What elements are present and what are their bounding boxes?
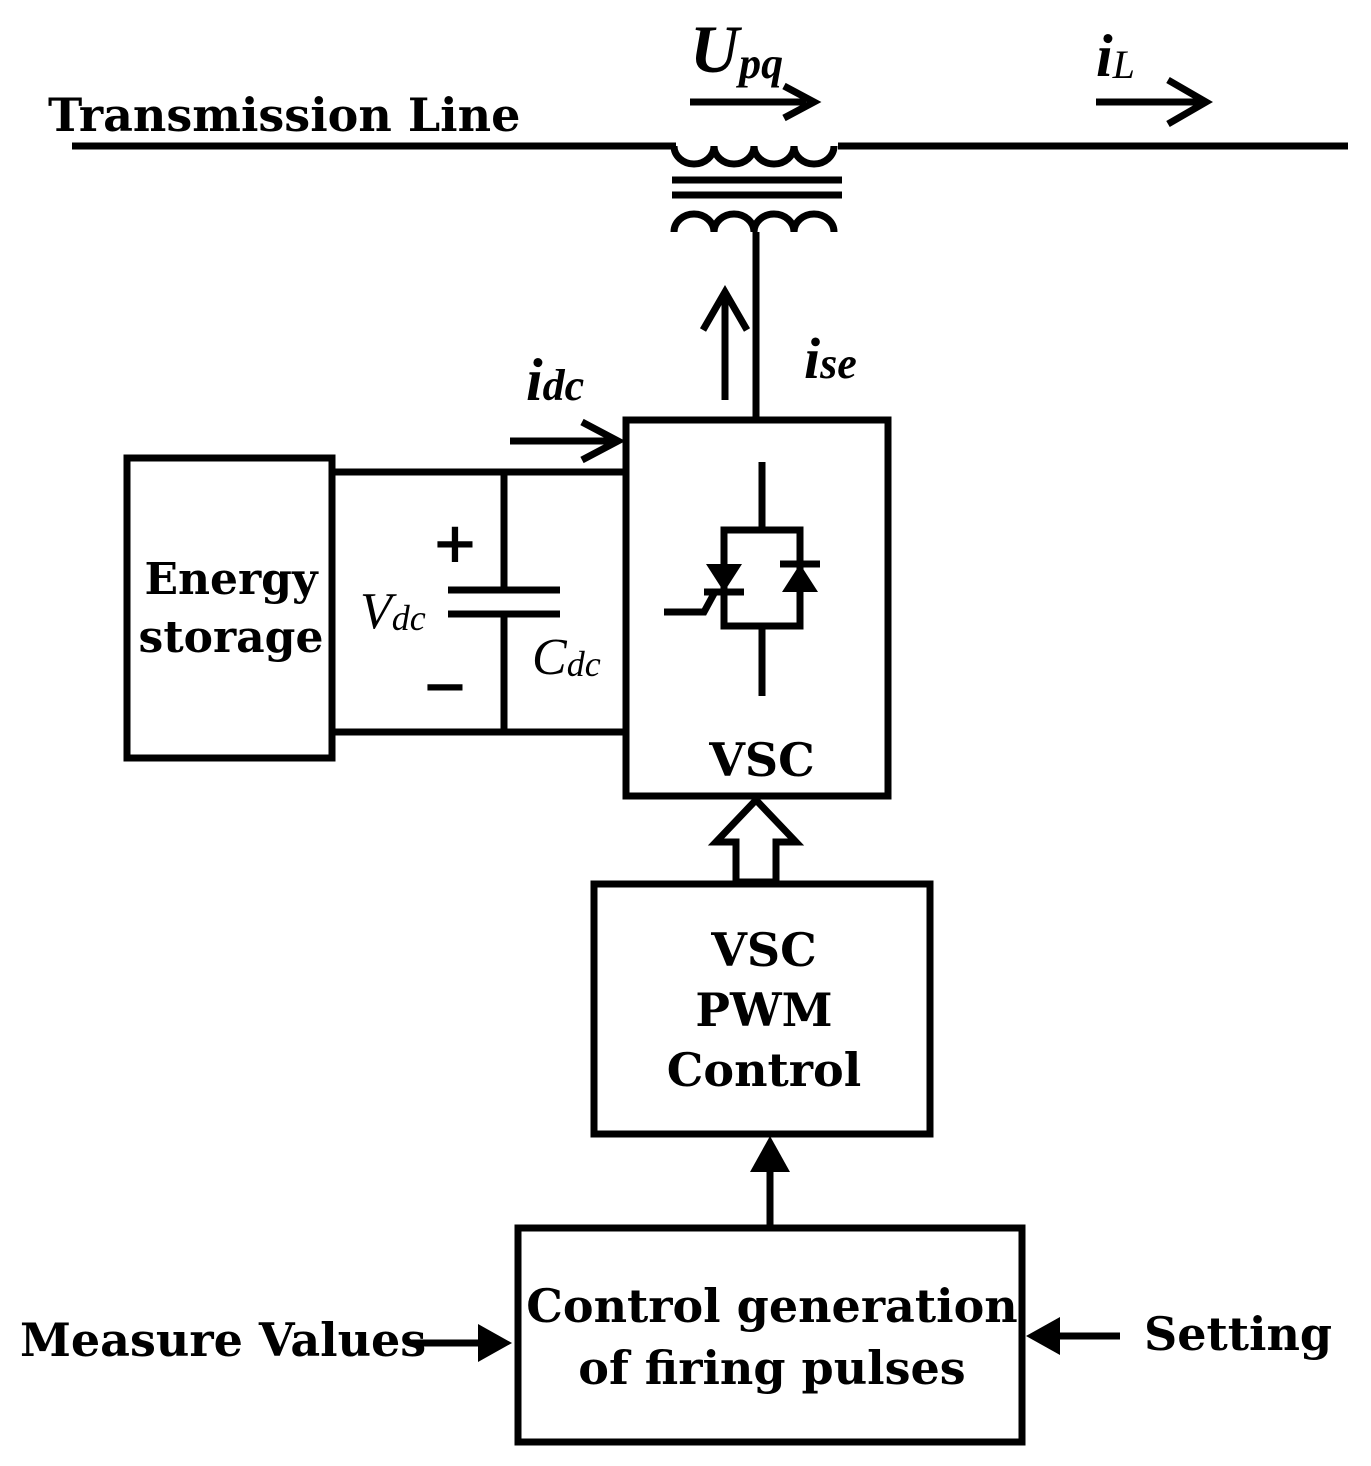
minus-sign: − <box>422 653 469 719</box>
series-transformer <box>670 145 842 420</box>
dc-link <box>332 468 626 736</box>
cdc-symbol: Cdc <box>532 629 601 686</box>
measure-values-label: Measure Values <box>20 1313 426 1367</box>
plus-sign: + <box>432 510 479 576</box>
transmission-line-label: Transmission Line <box>48 88 520 142</box>
il-symbol: iL <box>1096 23 1135 89</box>
ise-arrow <box>699 285 751 400</box>
pwm-to-vsc-arrow <box>707 794 805 886</box>
energy-storage-label-line2: storage <box>139 612 324 663</box>
vsc-label: VSC <box>708 733 815 787</box>
ise-symbol: ise <box>804 326 857 391</box>
il-arrow <box>1096 76 1213 128</box>
igbt-diode-icon <box>664 462 820 696</box>
dc-capacitor <box>448 586 560 618</box>
control-generation-block <box>514 1224 1026 1446</box>
control-to-pwm-arrow <box>750 1136 790 1228</box>
measure-values-arrow <box>410 1324 512 1362</box>
pwm-label-line3: Control <box>667 1043 861 1097</box>
pwm-label-line1: VSC <box>710 923 817 977</box>
control-label-line1: Control generation <box>526 1279 1017 1333</box>
setting-arrow <box>1026 1317 1120 1355</box>
upq-arrow <box>690 82 822 122</box>
pwm-label-line2: PWM <box>695 983 832 1037</box>
energy-storage-block <box>123 454 336 762</box>
energy-storage-label-line1: Energy <box>144 554 318 605</box>
control-label-line2: of firing pulses <box>578 1341 965 1395</box>
setting-label: Setting <box>1144 1307 1332 1361</box>
upq-symbol: Upq <box>690 11 783 88</box>
vdc-symbol: Vdc <box>360 583 426 640</box>
idc-symbol: idc <box>526 347 584 413</box>
vsc-block <box>622 416 892 800</box>
idc-arrow <box>510 418 626 464</box>
vsc-pwm-control-block <box>590 880 934 1138</box>
